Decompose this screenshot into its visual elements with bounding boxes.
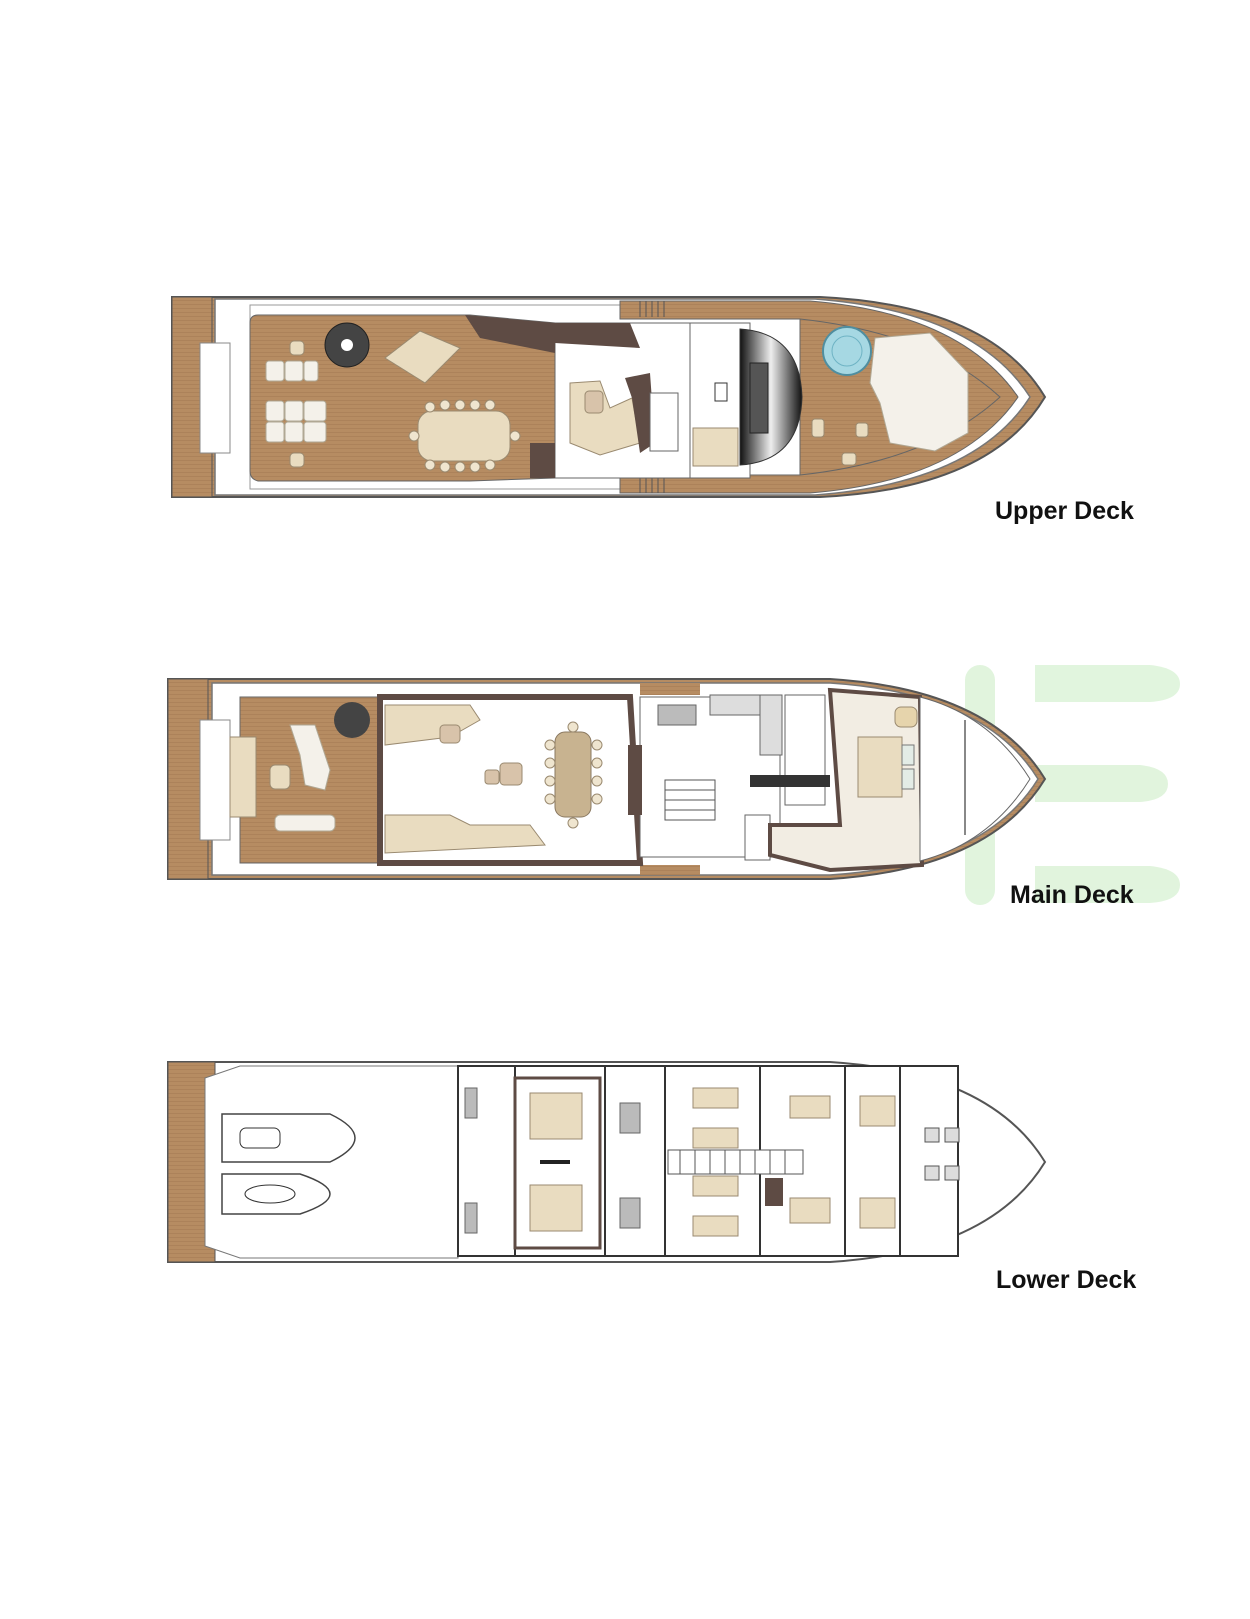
spiral-staircase-icon (334, 702, 370, 738)
upper-deck-plan (171, 296, 1047, 498)
jet-ski (221, 1173, 331, 1215)
deck-label-lower: Lower Deck (996, 1266, 1137, 1294)
lower-deck-plan (167, 1061, 1047, 1263)
jacuzzi (822, 326, 872, 376)
main-deck-plan (167, 678, 1047, 880)
deck-label-main: Main Deck (1010, 881, 1134, 909)
tender-boat (221, 1113, 356, 1163)
deck-label-upper: Upper Deck (995, 497, 1134, 525)
dining-table (417, 410, 511, 462)
dining-table (554, 731, 592, 818)
